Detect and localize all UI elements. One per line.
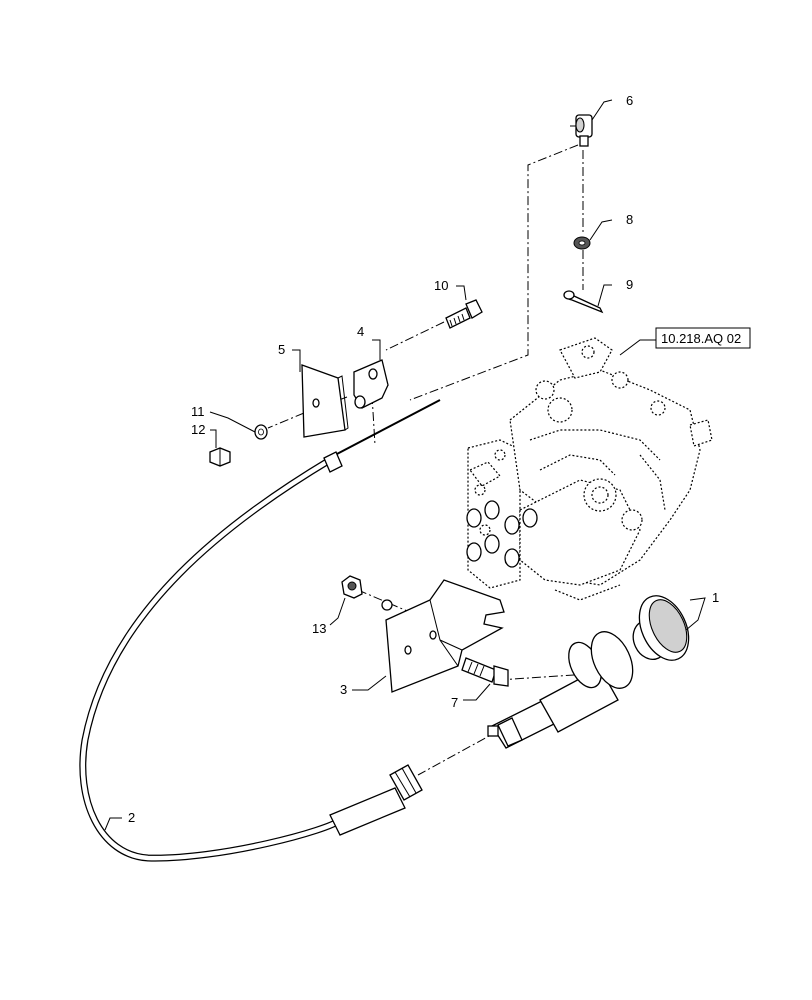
injection-pump bbox=[466, 337, 713, 601]
part-11-lock-washer bbox=[254, 424, 268, 440]
callout-5: 5 bbox=[278, 342, 285, 357]
callout-12: 12 bbox=[191, 422, 205, 437]
part-10-bolt bbox=[445, 299, 483, 329]
part-12-nut bbox=[209, 447, 231, 467]
callout-2: 2 bbox=[128, 810, 135, 825]
callouts: 1 2 3 4 5 6 7 8 9 10 11 12 13 bbox=[128, 93, 719, 825]
callout-13: 13 bbox=[312, 621, 326, 636]
part-5-plate bbox=[301, 364, 349, 438]
callout-3: 3 bbox=[340, 682, 347, 697]
part-1-throttle-knob bbox=[487, 595, 690, 749]
part-4-clamp bbox=[353, 359, 389, 409]
callout-9: 9 bbox=[626, 277, 633, 292]
part-13-nut bbox=[341, 575, 393, 611]
callout-4: 4 bbox=[357, 324, 364, 339]
leader-lines bbox=[104, 99, 706, 831]
callout-6: 6 bbox=[626, 93, 633, 108]
part-9-cotter-pin bbox=[563, 290, 604, 314]
part-2-cable bbox=[79, 399, 441, 862]
callout-8: 8 bbox=[626, 212, 633, 227]
callout-11: 11 bbox=[191, 404, 205, 419]
part-8-washer bbox=[573, 236, 591, 250]
callout-1: 1 bbox=[712, 590, 719, 605]
part-7-bolt bbox=[461, 657, 509, 687]
reference-box[interactable]: 10.218.AQ 02 bbox=[655, 327, 751, 349]
part-6-clevis bbox=[570, 114, 593, 147]
callout-7: 7 bbox=[451, 695, 458, 710]
reference-label[interactable]: 10.218.AQ 02 bbox=[661, 331, 741, 346]
part-3-bracket bbox=[385, 579, 505, 693]
callout-10: 10 bbox=[434, 278, 448, 293]
